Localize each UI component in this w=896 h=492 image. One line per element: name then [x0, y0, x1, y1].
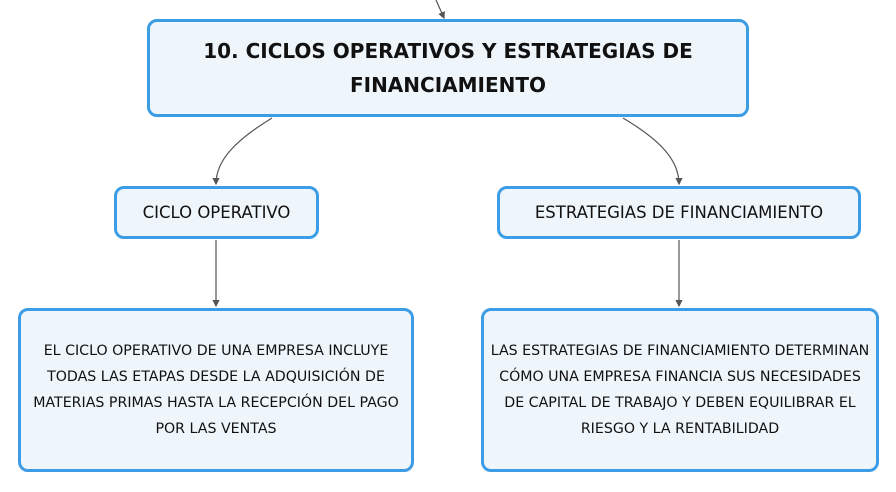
root-node[interactable]: 10. CICLOS OPERATIVOS Y ESTRATEGIAS DE F…: [147, 19, 749, 117]
ciclo-operativo-description-node[interactable]: EL CICLO OPERATIVO DE UNA EMPRESA INCLUY…: [18, 308, 414, 472]
ciclo-operativo-node[interactable]: CICLO OPERATIVO: [114, 186, 319, 239]
connector-root-to-estrategias: [622, 117, 683, 186]
estrategias-financiamiento-description: LAS ESTRATEGIAS DE FINANCIAMIENTO DETERM…: [490, 343, 870, 437]
estrategias-financiamiento-description-node[interactable]: LAS ESTRATEGIAS DE FINANCIAMIENTO DETERM…: [481, 308, 879, 472]
root-node-title: 10. CICLOS OPERATIVOS Y ESTRATEGIAS DE F…: [203, 39, 693, 97]
ciclo-operativo-description: EL CICLO OPERATIVO DE UNA EMPRESA INCLUY…: [33, 343, 399, 437]
ciclo-operativo-label: CICLO OPERATIVO: [142, 203, 291, 222]
connector-incoming-to-root: [435, 0, 445, 20]
estrategias-financiamiento-node[interactable]: ESTRATEGIAS DE FINANCIAMIENTO: [497, 186, 861, 239]
connector-root-to-ciclo: [212, 117, 273, 186]
estrategias-financiamiento-label: ESTRATEGIAS DE FINANCIAMIENTO: [534, 203, 824, 222]
